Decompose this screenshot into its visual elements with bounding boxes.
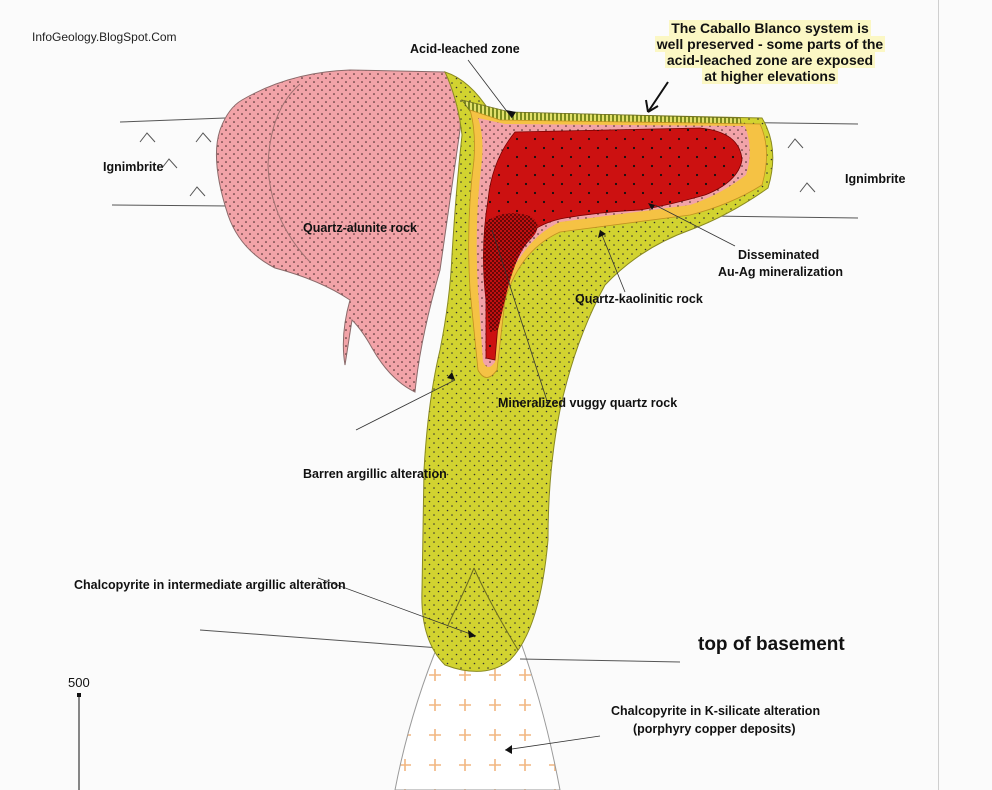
callout-note: The Caballo Blanco system is well preser… [640, 20, 900, 84]
label-chalcopyrite-k-1: Chalcopyrite in K-silicate alteration [611, 704, 821, 718]
intermediate-argillic-cone [447, 567, 519, 651]
callout-line-4: at higher elevations [702, 68, 838, 84]
callout-line-1: The Caballo Blanco system is [669, 20, 871, 36]
label-disseminated-2: Au-Ag mineralization [718, 265, 844, 279]
watermark: InfoGeology.BlogSpot.Com [32, 30, 177, 44]
label-barren-argillic: Barren argillic alteration [303, 467, 447, 481]
ignimbrite-symbols [139, 132, 816, 197]
callout-line-3: acid-leached zone are exposed [664, 52, 876, 68]
label-quartz-kaolinitic: Quartz-kaolinitic rock [575, 292, 703, 306]
scale-bar [77, 693, 81, 790]
k-silicate-zone [394, 639, 561, 790]
label-vuggy-quartz: Mineralized vuggy quartz rock [498, 396, 678, 410]
label-top-of-basement: top of basement [698, 634, 845, 655]
scale-value: 500 [68, 675, 90, 690]
quartz-alunite-inner-line [267, 83, 311, 263]
label-ignimbrite-left: Ignimbrite [103, 160, 164, 174]
callout-arrow [645, 81, 669, 113]
label-acid-leached-zone: Acid-leached zone [410, 42, 520, 56]
basement-line [199, 629, 681, 663]
callout-line-2: well preserved - some parts of the [654, 36, 886, 52]
disseminated-au-ag [484, 213, 538, 332]
label-chalcopyrite-intermediate: Chalcopyrite in intermediate argillic al… [74, 578, 346, 592]
frame-border [938, 0, 939, 790]
vuggy-quartz-core [483, 127, 743, 361]
label-quartz-alunite: Quartz-alunite rock [303, 221, 417, 235]
label-disseminated-1: Disseminated [738, 248, 820, 262]
label-chalcopyrite-k-2: (porphyry copper deposits) [633, 722, 796, 736]
leader-lines [317, 59, 736, 751]
leader-arrowheads [447, 110, 655, 754]
label-ignimbrite-right: Ignimbrite [845, 172, 906, 186]
